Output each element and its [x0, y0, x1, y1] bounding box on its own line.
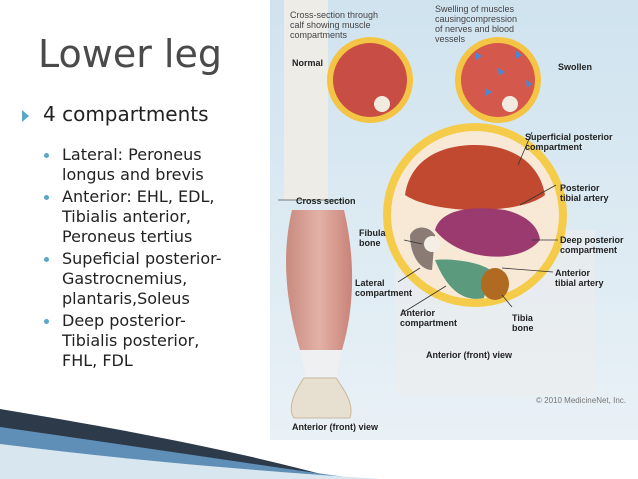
tibia-bone-label: Tibia bone: [512, 313, 534, 333]
sub-bullet-superficial-posterior: Supeficial posterior- Gastrocnemius, pla…: [42, 249, 272, 309]
lower-leg-illustration: Cross-section through calf showing muscl…: [270, 0, 638, 479]
superficial-posterior-label: Superficial posterior compartment: [525, 132, 613, 152]
swollen-label: Swollen: [558, 62, 593, 72]
sub-bullet-text: Supeficial posterior- Gastrocnemius, pla…: [62, 249, 222, 308]
bullet-dot-icon: [44, 195, 49, 200]
bullet-arrow-icon: [22, 110, 29, 122]
cross-section-caption: Cross-section through calf showing muscl…: [290, 10, 379, 40]
copyright-text: © 2010 MedicineNet, Inc.: [536, 396, 626, 405]
main-bullet-text: 4 compartments: [43, 102, 209, 126]
anterior-tibial-artery-label: Anterior tibial artery: [555, 268, 604, 288]
anatomy-drawing: [270, 0, 638, 440]
sub-bullet-lateral: Lateral: Peroneus longus and brevis: [42, 145, 272, 185]
normal-label: Normal: [292, 58, 324, 68]
anterior-front-view-right-label: Anterior (front) view: [426, 350, 513, 360]
decorative-swoosh: [0, 409, 380, 479]
sub-bullet-text: Deep posterior- Tibialis posterior, FHL,…: [62, 311, 200, 370]
sub-bullet-deep-posterior: Deep posterior- Tibialis posterior, FHL,…: [42, 311, 272, 371]
sub-bullet-list: Lateral: Peroneus longus and brevis Ante…: [42, 145, 272, 373]
sub-bullet-text: Anterior: EHL, EDL, Tibialis anterior, P…: [62, 187, 215, 246]
anterior-compartment-label: Anterior compartment: [400, 308, 458, 328]
swelling-caption: Swelling of muscles causingcompression o…: [435, 4, 518, 44]
fibula-bone-label: Fibula bone: [359, 228, 386, 248]
sub-bullet-text: Lateral: Peroneus longus and brevis: [62, 145, 204, 184]
slide-title: Lower leg: [38, 32, 222, 76]
cross-section-label: Cross section: [296, 196, 356, 206]
posterior-tibial-artery-label: Posterior tibial artery: [560, 183, 609, 203]
sub-bullet-anterior: Anterior: EHL, EDL, Tibialis anterior, P…: [42, 187, 272, 247]
bullet-dot-icon: [44, 257, 49, 262]
bullet-dot-icon: [44, 319, 49, 324]
lateral-compartment-label: Lateral compartment: [355, 278, 413, 298]
anterior-front-view-left-label: Anterior (front) view: [292, 422, 379, 432]
deep-posterior-label: Deep posterior compartment: [560, 235, 624, 255]
bullet-dot-icon: [44, 153, 49, 158]
